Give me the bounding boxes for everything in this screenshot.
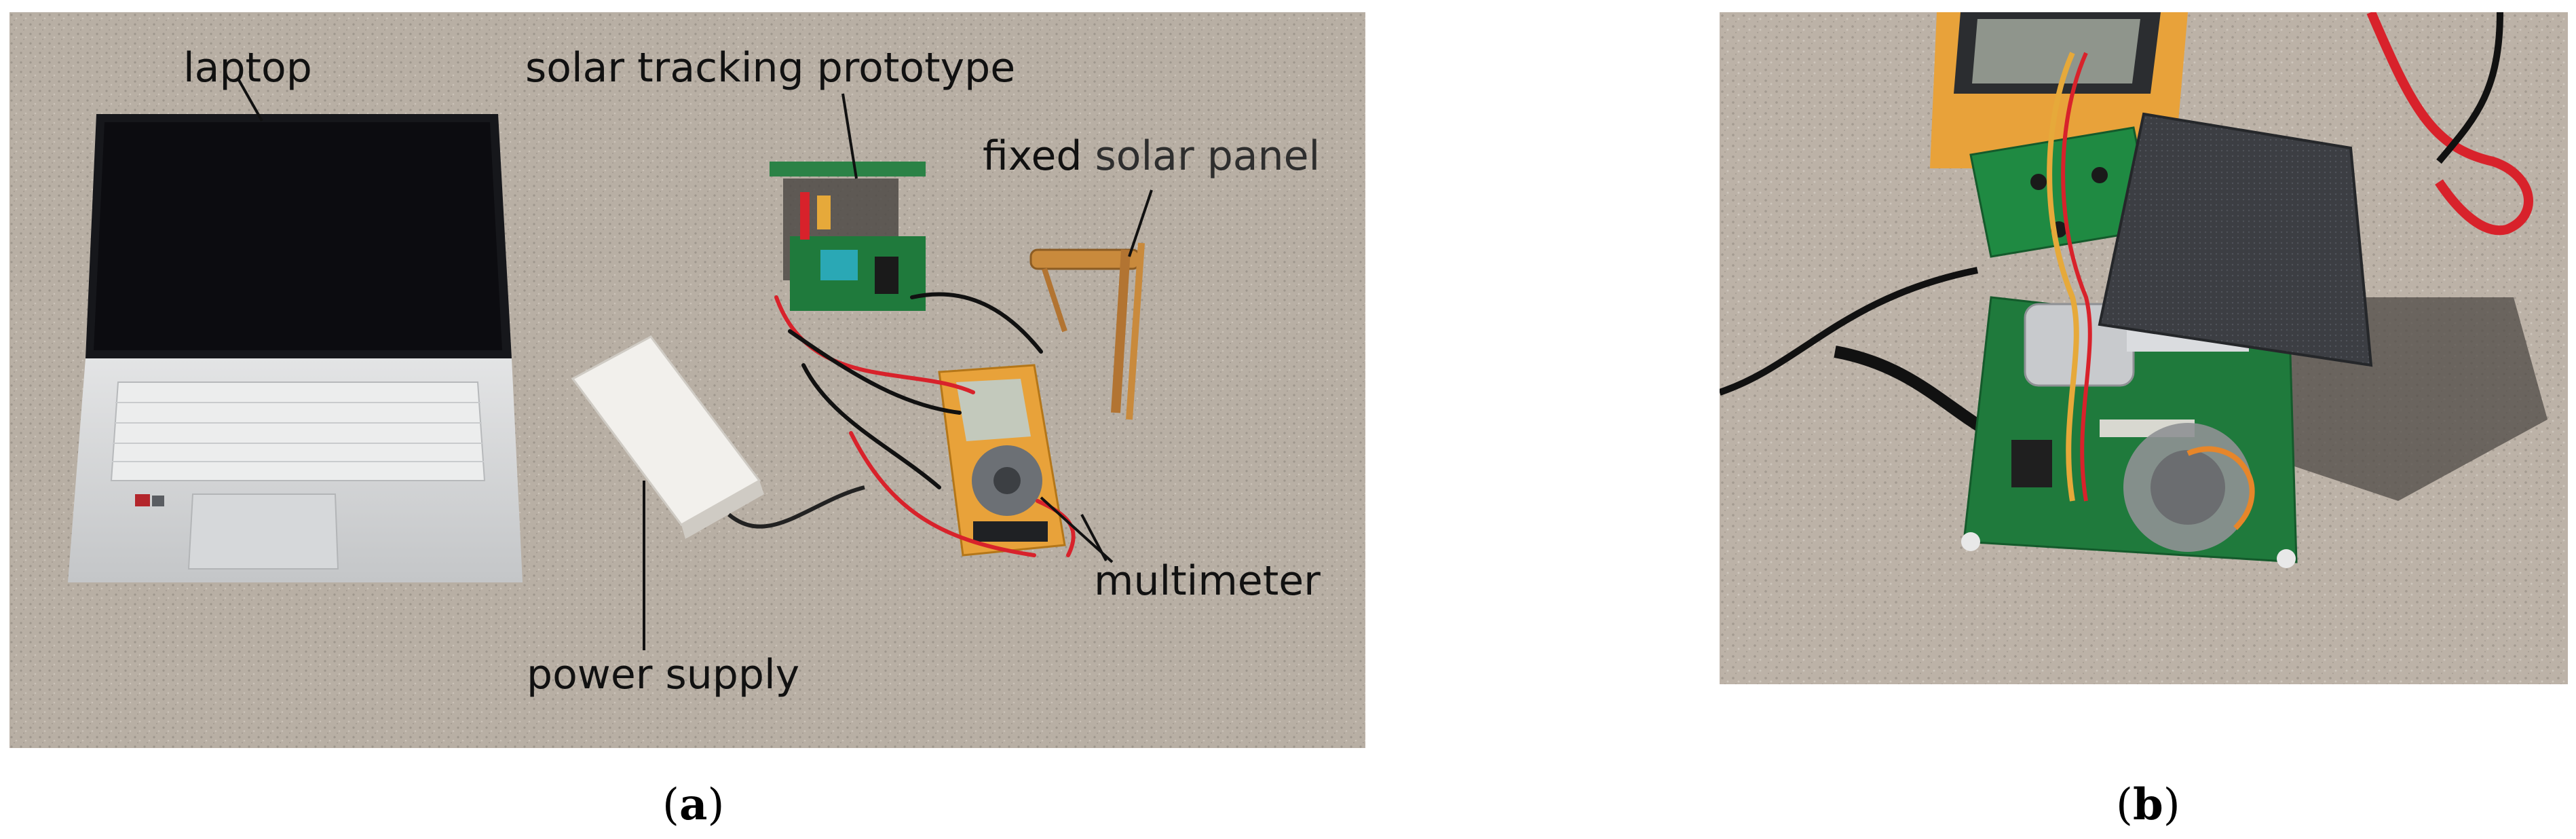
fixed-solar-panel-stand — [1029, 242, 1145, 420]
caption-b: (b) — [2116, 779, 2180, 830]
caption-a: (a) — [662, 779, 724, 830]
caption-b-close: ) — [2163, 780, 2180, 830]
label-laptop: laptop — [183, 44, 312, 92]
laptop — [68, 114, 523, 582]
label-power-supply: power supply — [527, 651, 800, 698]
photo-panel-b — [1720, 12, 2568, 684]
annotation-pointers — [238, 79, 1153, 650]
caption-a-close: ) — [707, 780, 725, 830]
label-fixed-solar-panel: fixed solar panel — [983, 136, 1320, 176]
caption-b-letter: b — [2132, 779, 2163, 830]
solar-tracking-prototype — [770, 162, 926, 311]
power-bank — [571, 335, 865, 539]
prototype-closeup-photo — [1720, 12, 2568, 684]
label-fixed: fixed — [983, 132, 1082, 180]
label-solar-tracking-prototype: solar tracking prototype — [525, 44, 1016, 92]
caption-a-letter: a — [679, 779, 708, 830]
solar-panel — [2098, 112, 2373, 367]
label-solar-panel: solar panel — [1095, 132, 1321, 180]
caption-b-open: ( — [2116, 780, 2133, 830]
experimental-setup-photo — [10, 12, 1365, 748]
photo-panel-a: laptop solar tracking prototype fixed so… — [10, 12, 1365, 748]
label-multimeter: multimeter — [1094, 557, 1321, 605]
red-cable — [2366, 12, 2533, 236]
multimeter — [938, 364, 1066, 557]
caption-a-open: ( — [662, 780, 679, 830]
